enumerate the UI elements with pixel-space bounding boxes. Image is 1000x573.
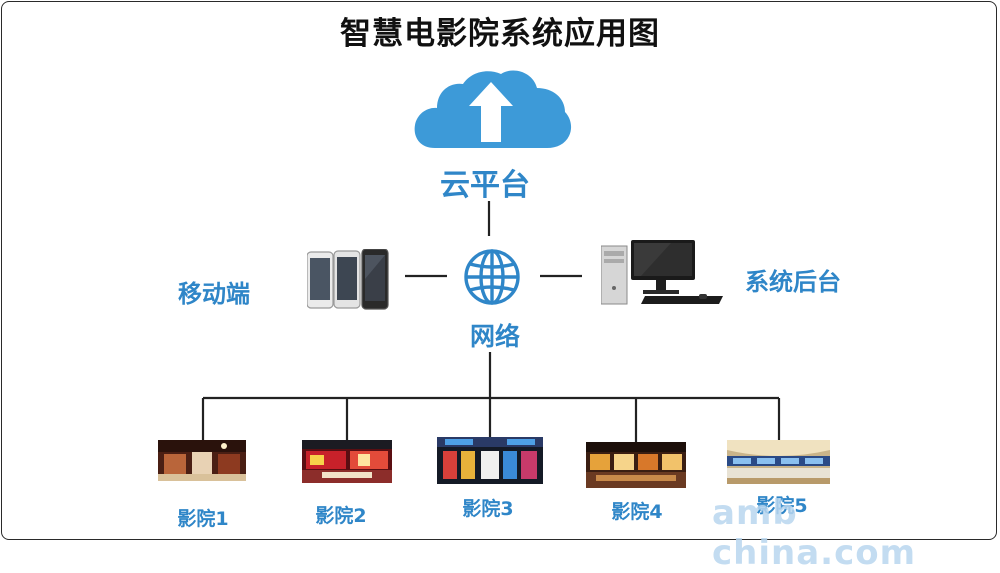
cloud-platform-label: 云平台 (440, 168, 530, 203)
desktop-computer-icon (601, 240, 723, 305)
cinema-4-photo (586, 442, 686, 488)
cinema-4-label: 影院4 (611, 501, 663, 523)
cinema-3-photo (437, 437, 543, 484)
backend-system-label: 系统后台 (745, 268, 841, 296)
cinema-3-label: 影院3 (462, 498, 514, 520)
smartphone-icon (307, 249, 389, 310)
cinema-2-label: 影院2 (315, 505, 367, 527)
cinema-5-label: 影院5 (756, 495, 808, 517)
cinema-2-photo (302, 440, 392, 483)
mobile-terminal-label: 移动端 (178, 280, 250, 308)
cinema-1-photo (158, 440, 246, 481)
diagram-title: 智慧电影院系统应用图 (340, 16, 660, 52)
connector-lines (201, 201, 781, 442)
cinema-1-label: 影院1 (177, 508, 229, 530)
diagram-frame (1, 1, 997, 540)
cloud-upload-icon (414, 70, 572, 148)
watermark: amb china.com (712, 493, 917, 573)
cinema-5-photo (727, 440, 830, 484)
globe-icon (464, 249, 520, 305)
network-label: 网络 (469, 322, 520, 351)
